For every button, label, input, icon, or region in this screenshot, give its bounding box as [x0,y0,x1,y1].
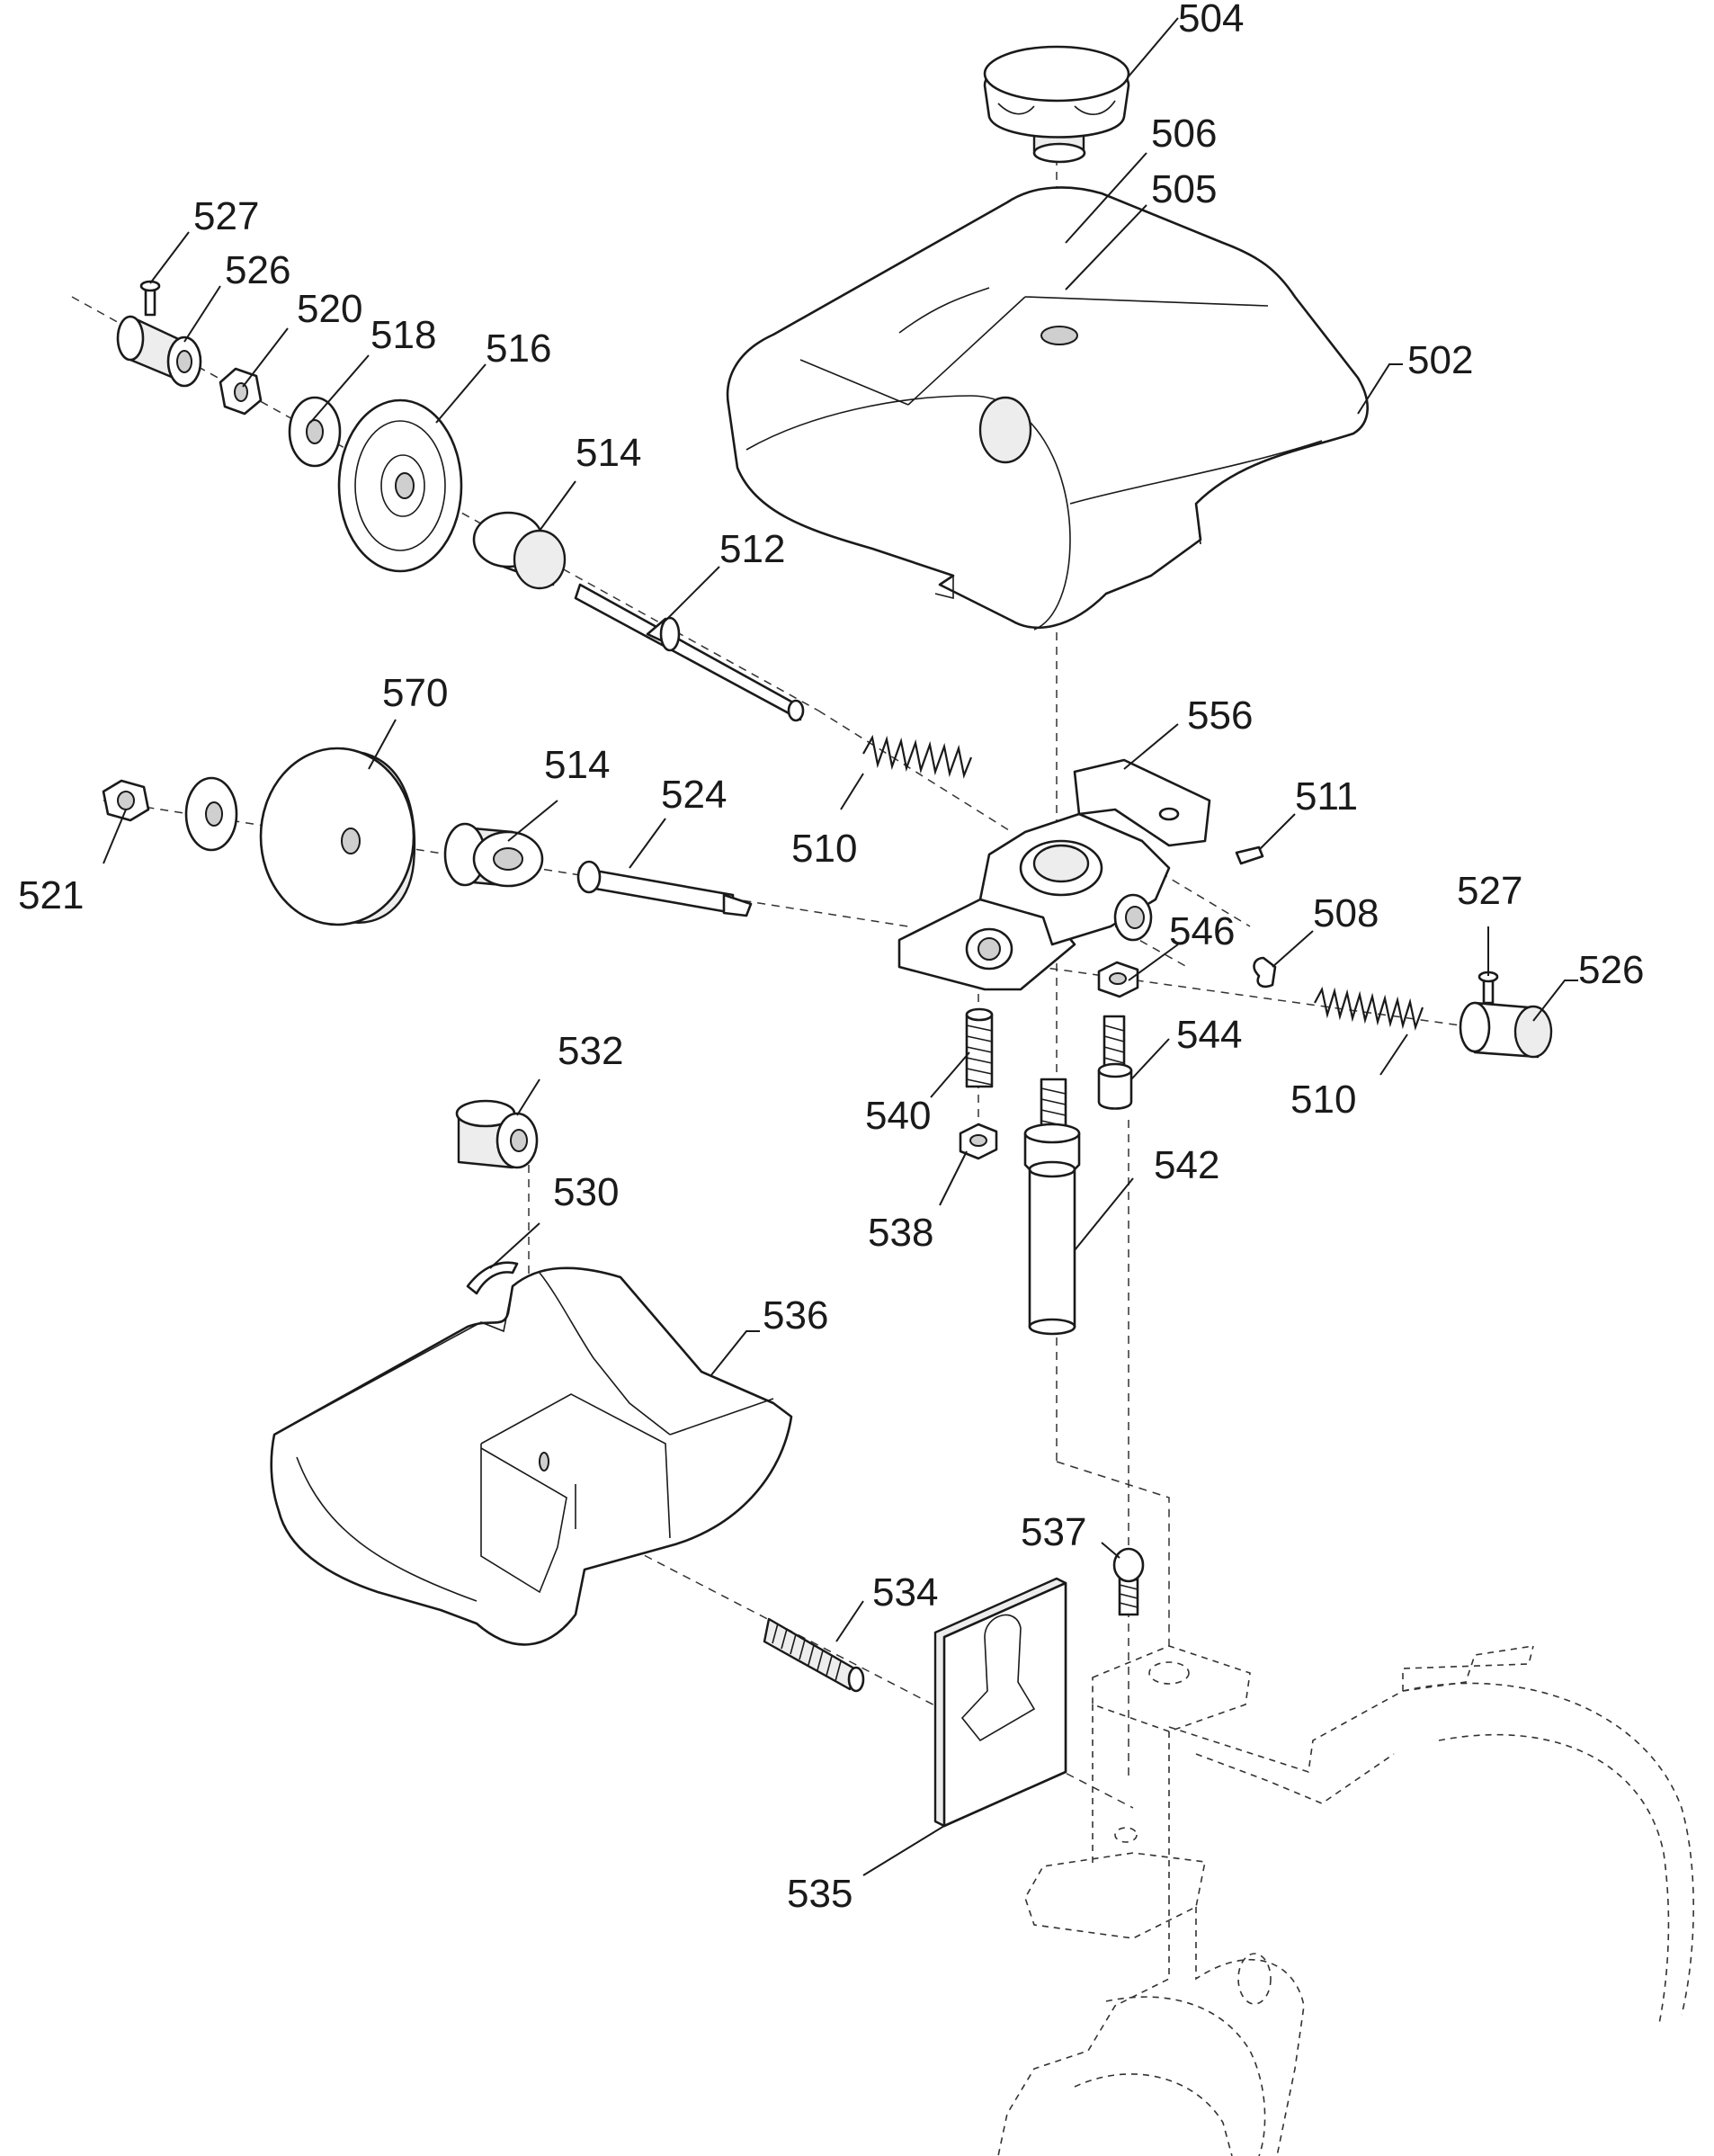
callout-534: 534 [872,1570,938,1615]
stud-540 [965,1007,994,1088]
spring-510-right [1314,986,1424,1031]
screw-527-left [139,280,161,317]
callout-508: 508 [1313,891,1379,935]
callout-506: 506 [1151,112,1217,156]
callout-530: 530 [553,1170,619,1214]
callout-521: 521 [18,873,84,917]
shaft-524 [576,860,753,917]
callout-518: 518 [370,313,436,357]
setscrew-511 [1235,845,1264,865]
bolt-544 [1097,1015,1133,1110]
callout-532: 532 [558,1029,623,1073]
knob-504 [983,45,1130,164]
callout-514-lower: 514 [544,743,610,787]
clip-508 [1253,956,1277,989]
leader-lines [103,17,1578,1876]
collar-526-left [116,315,202,388]
callout-542: 542 [1154,1143,1219,1187]
washer-518 [288,396,342,468]
collar-526-right [1459,1001,1553,1059]
handle-536 [270,1266,793,1646]
post-542 [1023,1078,1081,1336]
pulley-516 [337,398,463,573]
callout-538: 538 [868,1211,933,1255]
mounting-frame-outline [997,1645,1694,2156]
callout-540: 540 [865,1094,931,1138]
callout-505: 505 [1151,167,1217,211]
callout-570: 570 [382,671,448,715]
spring-510-upper [862,734,973,779]
bracket-556 [897,758,1211,991]
plate-535 [933,1577,1067,1828]
callout-536: 536 [763,1293,828,1337]
bushing-514-upper [472,511,567,590]
bushing-514-lower [443,822,544,888]
nut-546 [1097,961,1139,998]
callout-511: 511 [1295,774,1358,819]
nut-521 [102,779,150,822]
callout-504: 504 [1178,0,1244,40]
callout-556: 556 [1187,693,1253,738]
bolt-537 [1112,1547,1145,1616]
washer-570 [184,776,238,852]
callout-535: 535 [787,1872,853,1916]
callout-516: 516 [486,327,551,371]
callout-527-left: 527 [193,194,259,238]
shaft-512 [574,583,805,722]
callout-520: 520 [297,287,362,331]
callout-labels: 504 506 505 502 527 526 520 518 516 514 … [18,0,1644,1916]
callout-526-left: 526 [225,248,290,292]
nut-520 [219,367,263,416]
callout-510-upper: 510 [791,827,857,871]
callout-537: 537 [1021,1510,1086,1554]
callout-527-right: 527 [1457,869,1522,913]
callout-514-upper: 514 [576,431,641,475]
callout-526-right: 526 [1578,948,1644,992]
callout-510-right: 510 [1290,1078,1356,1122]
callout-512: 512 [719,527,785,571]
wheel-570 [259,747,416,926]
spring-534 [763,1617,865,1693]
screw-527-right [1477,971,1499,1005]
bushing-532 [455,1099,539,1169]
cover-502 [726,186,1369,631]
callout-544: 544 [1176,1013,1242,1057]
callout-524: 524 [661,773,727,817]
callout-502: 502 [1407,338,1473,382]
clip-530 [466,1261,519,1295]
nut-538 [959,1123,998,1160]
callout-546: 546 [1169,909,1235,953]
